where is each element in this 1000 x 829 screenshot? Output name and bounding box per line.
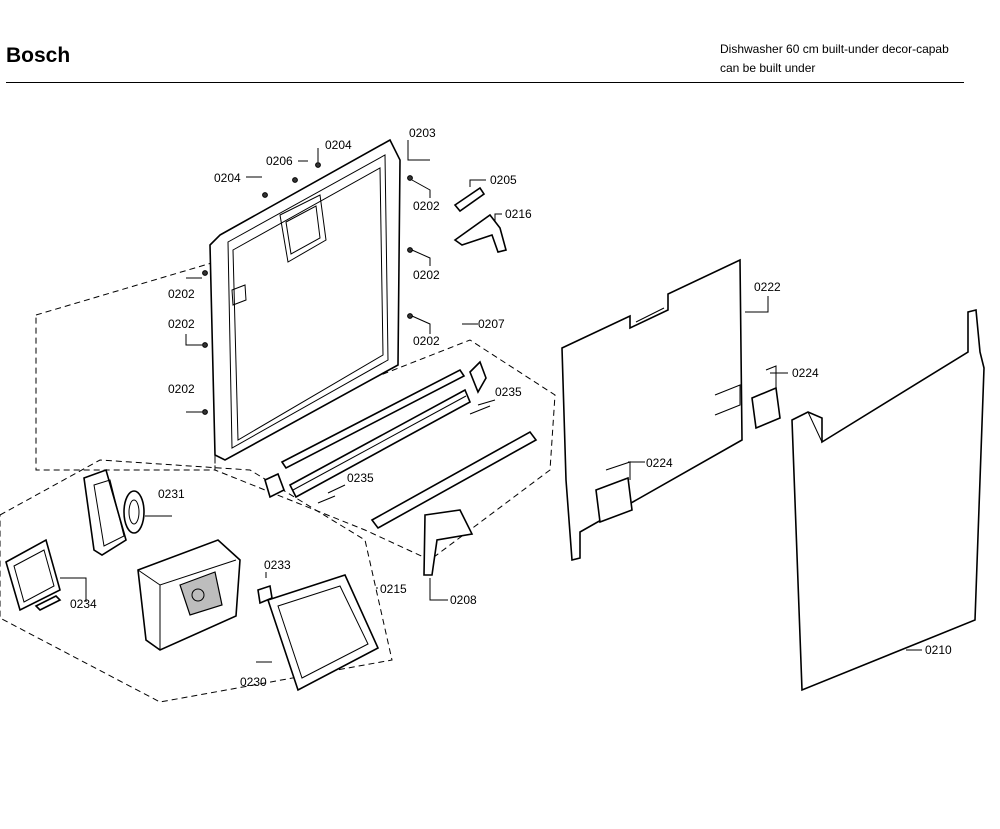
part-labels: 0204 0206 0204 0203 0205 0202 0216 0202 … [70, 126, 952, 689]
label-0216: 0216 [505, 207, 532, 221]
model-subdescription: can be built under [720, 61, 816, 75]
label-0231: 0231 [158, 487, 185, 501]
assembly-outline-rails [214, 339, 556, 561]
label-0234: 0234 [70, 597, 97, 611]
label-0202: 0202 [413, 334, 440, 348]
label-0202: 0202 [413, 199, 440, 213]
hinge-clips [453, 186, 507, 253]
label-0207: 0207 [478, 317, 505, 331]
panel-clips [595, 365, 781, 524]
label-0205: 0205 [490, 173, 517, 187]
label-0202: 0202 [168, 287, 195, 301]
label-0204: 0204 [325, 138, 352, 152]
label-0202: 0202 [168, 317, 195, 331]
label-0206: 0206 [266, 154, 293, 168]
assembly-outline-lock [0, 459, 393, 703]
label-0204: 0204 [214, 171, 241, 185]
label-0235: 0235 [495, 385, 522, 399]
bezel-group [83, 468, 145, 556]
decor-panel [791, 308, 985, 692]
model-description: Dishwasher 60 cm built-under decor-capab [720, 42, 949, 56]
label-0208: 0208 [450, 593, 477, 607]
label-0215: 0215 [380, 582, 407, 596]
header-divider [6, 82, 964, 83]
leader-lines [60, 140, 922, 663]
label-0202: 0202 [413, 268, 440, 282]
brand-title: Bosch [6, 44, 71, 67]
label-0235: 0235 [347, 471, 374, 485]
door-rails [264, 360, 538, 576]
electronic-module [137, 539, 241, 651]
seal-frame [266, 574, 380, 692]
outer-panel [561, 258, 743, 562]
label-0210: 0210 [925, 643, 952, 657]
label-0222: 0222 [754, 280, 781, 294]
label-0233: 0233 [264, 558, 291, 572]
label-0202: 0202 [168, 382, 195, 396]
label-0230: 0230 [240, 675, 267, 689]
label-0224: 0224 [646, 456, 673, 470]
circuit-board [5, 538, 62, 612]
label-0224: 0224 [792, 366, 819, 380]
label-0203: 0203 [409, 126, 436, 140]
inner-door-panel [209, 138, 401, 461]
